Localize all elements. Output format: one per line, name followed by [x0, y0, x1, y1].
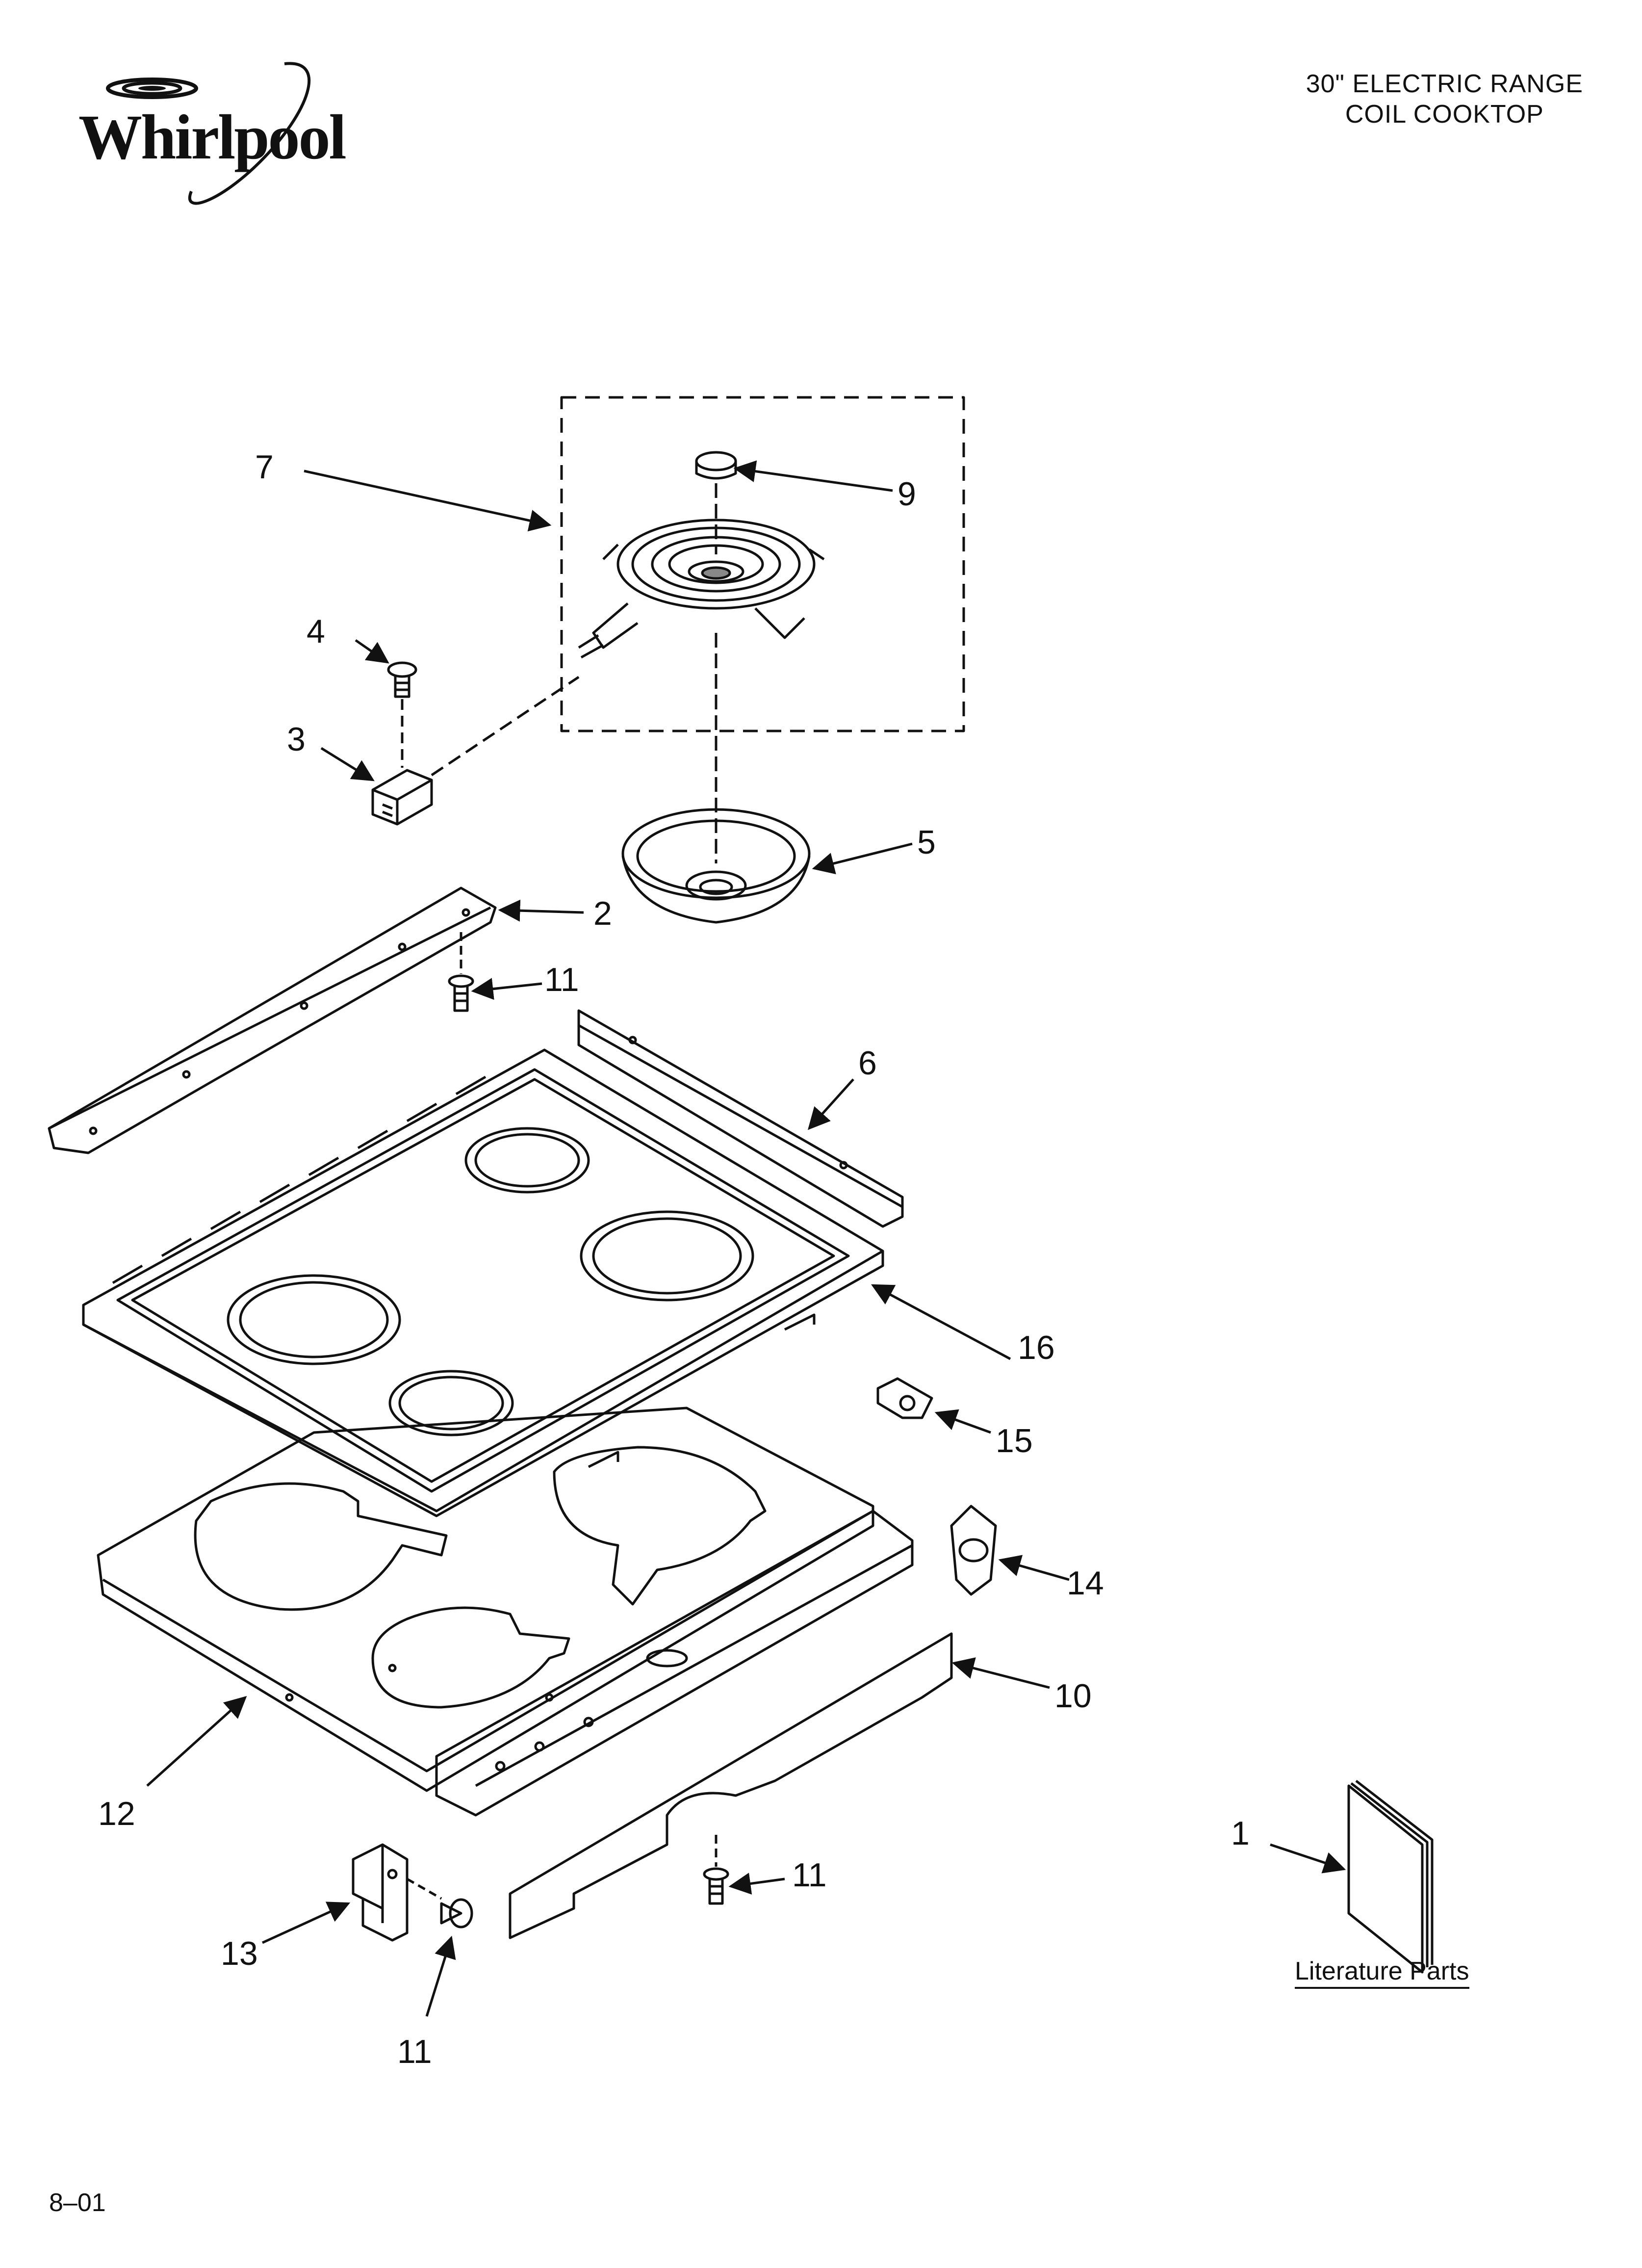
diagram-title: 30" ELECTRIC RANGE COIL COOKTOP: [1306, 69, 1583, 130]
terminal-block: [371, 769, 433, 826]
title-line-1: 30" ELECTRIC RANGE: [1306, 70, 1583, 98]
screw-a: [448, 974, 474, 1012]
thermal-switch: [876, 1377, 933, 1419]
terminal-screw: [387, 661, 417, 698]
mounting-bracket: [352, 1843, 409, 1942]
callout-6: 6: [858, 1044, 877, 1082]
callout-7: 7: [255, 448, 274, 486]
element-cap: [695, 451, 737, 480]
callout-11-mid: 11: [792, 1856, 827, 1894]
callout-10: 10: [1054, 1677, 1092, 1715]
callout-2: 2: [593, 895, 612, 932]
front-bracket: [577, 1009, 904, 1228]
title-line-2: COIL COOKTOP: [1345, 100, 1544, 129]
brand-name: Whirlpool: [78, 102, 347, 173]
callout-1: 1: [1231, 1815, 1250, 1852]
callout-5: 5: [917, 824, 936, 861]
callout-4: 4: [307, 613, 325, 650]
rear-bracket: [48, 886, 497, 1154]
callout-9: 9: [898, 475, 916, 513]
footer-code: 8–01: [49, 2189, 106, 2217]
callout-16: 16: [1018, 1329, 1055, 1366]
logo-swirl-icon: [106, 62, 311, 205]
surface-element: [578, 519, 825, 659]
callout-15: 15: [996, 1422, 1033, 1460]
burner-box: [97, 1407, 914, 1817]
manifold-panel: [509, 1632, 953, 1939]
cooktop: [82, 1048, 884, 1517]
callout-11-top: 11: [544, 961, 579, 998]
screw-b: [703, 1867, 729, 1905]
callout-3: 3: [287, 721, 306, 758]
callout-11-bottom: 11: [397, 2033, 432, 2070]
element-kit-box: [560, 396, 965, 732]
screw-c: [440, 1898, 473, 1929]
callout-13: 13: [221, 1935, 258, 1972]
callout-12: 12: [98, 1795, 135, 1832]
whirlpool-logo: Whirlpool: [54, 54, 358, 211]
callout-14: 14: [1067, 1564, 1104, 1602]
receptacle: [950, 1505, 997, 1596]
literature-book: [1347, 1780, 1434, 1974]
literature-parts-label: Literature Parts: [1295, 1956, 1469, 1989]
drip-bowl: [621, 808, 811, 924]
